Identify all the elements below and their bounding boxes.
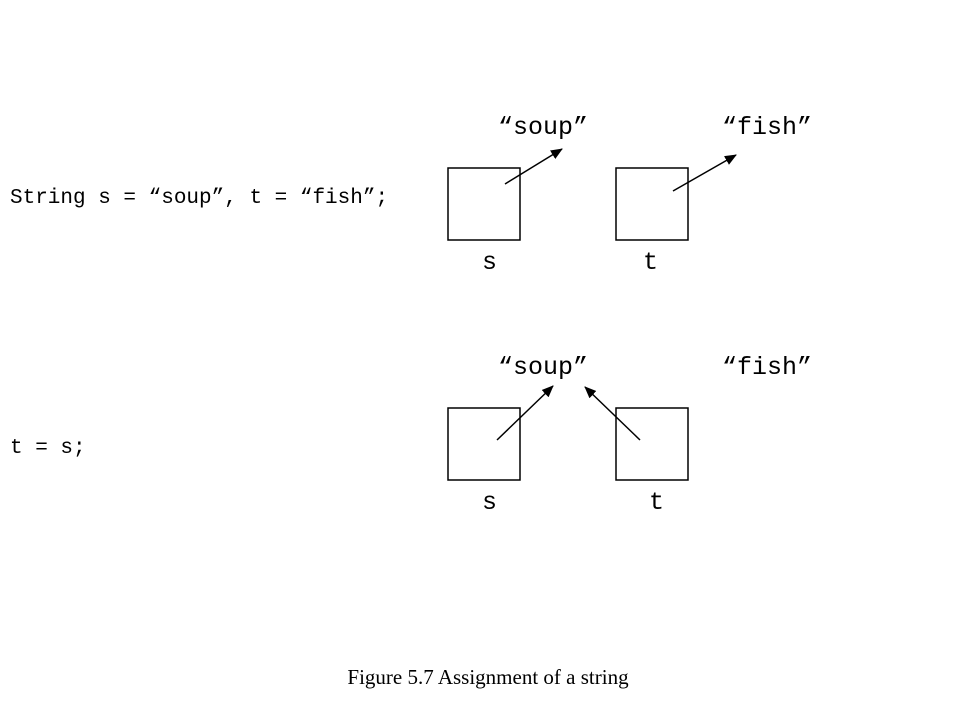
reference-arrow-t-to-fish	[672, 154, 737, 192]
string-literal-soup: “soup”	[498, 113, 588, 142]
variable-label-t: t	[649, 488, 664, 517]
figure-caption: Figure 5.7 Assignment of a string	[347, 665, 629, 689]
code-line-assignment: t = s;	[10, 437, 86, 460]
reference-arrow-s-to-soup	[504, 148, 563, 185]
variable-box-t	[615, 407, 689, 481]
scene-declaration: “soup” “fish” String s = “soup”, t = “fi…	[10, 113, 812, 277]
variable-label-t: t	[643, 248, 658, 277]
variable-box-s	[447, 407, 521, 481]
variable-box-t	[615, 167, 689, 241]
string-literal-fish: “fish”	[722, 113, 812, 142]
string-literal-fish: “fish”	[722, 353, 812, 382]
variable-label-s: s	[482, 248, 497, 277]
variable-label-s: s	[482, 488, 497, 517]
variable-box-s	[447, 167, 521, 241]
scene-assignment: “soup” “fish” t = s; s t	[10, 353, 812, 517]
reference-arrow-t-to-soup	[584, 386, 641, 441]
reference-arrow-s-to-soup	[496, 385, 554, 441]
code-line-declaration: String s = “soup”, t = “fish”;	[10, 187, 388, 210]
string-literal-soup: “soup”	[498, 353, 588, 382]
